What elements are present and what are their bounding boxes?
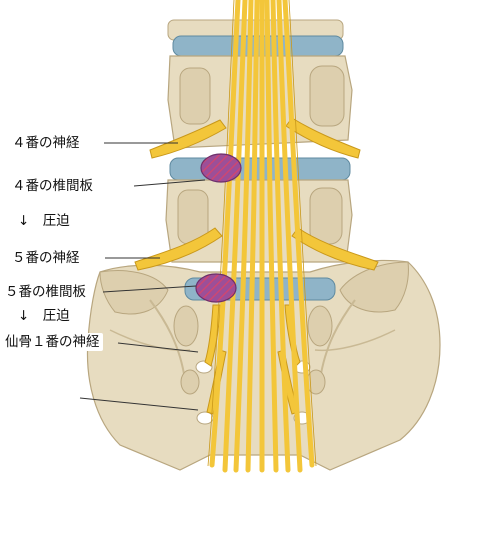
label-nerve-l5: ５番の神経	[12, 250, 80, 266]
label-disc-l4: ４番の椎間板	[12, 178, 93, 194]
cauda-equina-outline	[207, 0, 317, 467]
label-nerve-l4: ４番の神経	[12, 135, 80, 151]
label-compression-2: ↓ 圧迫	[18, 308, 70, 324]
cauda-equina	[209, 0, 315, 473]
herniation-l4	[200, 153, 242, 183]
herniation-l5	[195, 273, 237, 303]
nerve-roots	[134, 117, 379, 415]
label-disc-l5: ５番の椎間板	[2, 283, 89, 301]
label-nerve-s1: 仙骨１番の神経	[2, 333, 103, 351]
label-compression-1: ↓ 圧迫	[18, 213, 70, 229]
leader-lines	[79, 142, 206, 411]
